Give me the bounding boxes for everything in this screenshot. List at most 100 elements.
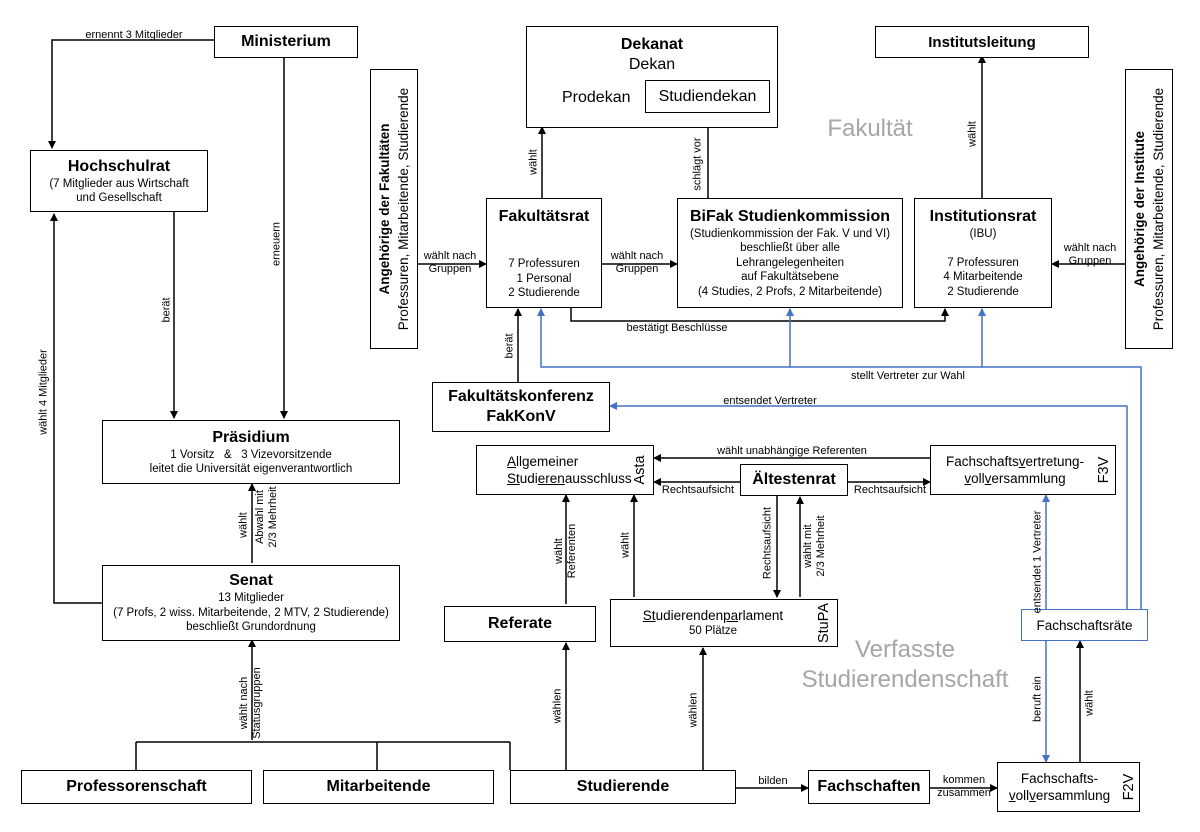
ministerium-box[interactable]: Ministerium [214, 26, 358, 58]
angehoerige-institute-box[interactable]: Angehörige der Institute Professuren, Mi… [1125, 69, 1173, 349]
fakultaetsrat-line-2: 1 Personal [516, 272, 572, 285]
studienkommission-line-3: Lehrangelegenheiten [735, 256, 845, 269]
angehoerige-fakultaeten-title: Angehörige der Fakultäten [377, 123, 392, 295]
fachschaftsraete-title: Fachschaftsräte [1036, 617, 1133, 633]
referate-box[interactable]: Referate [444, 606, 596, 642]
senat-box[interactable]: Senat 13 Mitglieder (7 Profs, 2 wiss. Mi… [102, 565, 400, 641]
label-beruft-ein: beruft ein [1031, 676, 1044, 722]
institutionsrat-title: Institutionsrat [929, 208, 1037, 225]
label-kommen: kommen zusammen [932, 774, 996, 800]
f3v-line-2: vollversammlung [964, 470, 1065, 487]
label-ernennt: ernennt 3 Mitglieder [85, 29, 183, 41]
label-waehlt-gruppen-left-2: Gruppen [428, 263, 472, 275]
label-statusgruppen-1: wählt nach [238, 676, 250, 730]
studienkommission-title: BiFak Studienkommission [689, 207, 891, 225]
stupa-box[interactable]: Studierendenparlament 50 Plätze [610, 599, 838, 647]
label-waehlt-gruppen-left-1: wählt nach [423, 250, 477, 262]
studierende-box[interactable]: Studierende [510, 770, 736, 804]
hochschulrat-line-1: (7 Mitglieder aus Wirtschaft [49, 177, 189, 190]
praesidium-vize: 3 Vizevorsitzende [241, 448, 332, 461]
label-waehlt-gruppen-mid-2: Gruppen [615, 263, 659, 275]
f2v-u-v: v [1008, 788, 1016, 803]
mitarbeitende-title: Mitarbeitende [326, 778, 431, 795]
fakultaetsrat-line-1: 7 Professuren [508, 258, 580, 270]
fakkonv-box[interactable]: Fakultätskonferenz FakKonV [432, 382, 610, 432]
aeltestenrat-box[interactable]: Ältestenrat [740, 464, 848, 496]
asta-u-eren: eren [537, 471, 565, 486]
label-erneuern: erneuern [270, 221, 283, 267]
section-title-line-1: Verfasste [854, 636, 956, 663]
professorenschaft-box[interactable]: Professorenschaft [21, 770, 252, 804]
stupa-line-1: Studierendenparlament [643, 607, 783, 624]
label-waehlt-gruppen-left: wählt nach Gruppen [420, 250, 480, 276]
label-waehlt-gruppen-right-1: wählt nach [1063, 242, 1117, 254]
f3v-w1c: ertretung [1025, 454, 1080, 469]
f3v-w1d: - [1079, 454, 1085, 469]
praesidium-vorsitz: 1 Vorsitz [170, 448, 215, 461]
institutsleitung-box[interactable]: Institutsleitung [875, 26, 1089, 58]
stupa-line-2: 50 Plätze [689, 625, 737, 638]
label-waehlt-praesidium: wählt [237, 512, 250, 538]
label-entsendet-vertreter: entsendet Vertreter [723, 395, 817, 407]
fachschaften-box[interactable]: Fachschaften [808, 770, 930, 804]
label-waehlt-mit-2: 2/3 Mehrheit [815, 515, 827, 577]
praesidium-amp: & [223, 448, 232, 461]
studiendekan-box[interactable]: Studiendekan [645, 80, 770, 113]
angehoerige-fakultaeten-box[interactable]: Angehörige der Fakultäten Professuren, M… [370, 69, 418, 349]
fakultaetsrat-title: Fakultätsrat [498, 208, 590, 225]
stupa-u-st: St [642, 608, 656, 624]
asta-line-1: Allgemeiner [507, 453, 578, 470]
label-waehlt-gruppen-mid-1: wählt nach [610, 250, 664, 262]
asta-box[interactable]: Allgemeiner Studierenausschluss [476, 445, 654, 495]
label-waehlt-institut: wählt [966, 121, 979, 147]
label-entsendet-1-vertreter: entsendet 1 Vertreter [1031, 510, 1044, 614]
angehoerige-institute-title: Angehörige der Institute [1132, 131, 1147, 288]
label-waehlt-referenten-1: wählt [553, 538, 565, 564]
f2v-w2d: ersammlung [1035, 788, 1111, 803]
f3v-box[interactable]: Fachschaftsvertretung- vollversammlung [930, 445, 1116, 495]
prodekan-label: Prodekan [562, 89, 631, 106]
label-bilden: bilden [758, 775, 788, 787]
label-waehlt-mit-1: wählt mit [802, 524, 814, 568]
stupa-u-pa: pa [723, 608, 739, 624]
asta-u-st: St [507, 471, 520, 486]
studierende-title: Studierende [576, 778, 670, 795]
praesidium-box[interactable]: Präsidium 1 Vorsitz & 3 Vizevorsitzende … [102, 420, 400, 484]
asta-u-a: A [507, 454, 517, 469]
label-beraet-fak: berät [503, 333, 516, 359]
f3v-w2d: ersammlung [991, 471, 1066, 486]
hochschulrat-box[interactable]: Hochschulrat (7 Mitglieder aus Wirtschaf… [30, 150, 208, 212]
institutionsrat-line-4: 2 Studierende [947, 285, 1019, 298]
asta-w2b: udi [519, 471, 538, 486]
label-kommen-2: zusammen [937, 787, 991, 799]
angehoerige-institute-text: Angehörige der Institute Professuren, Mi… [1130, 88, 1168, 330]
studienkommission-line-5: (4 Studies, 2 Profs, 2 Mitarbeitende) [697, 285, 883, 298]
asta-line-2: Studierenausschluss [507, 470, 632, 487]
hochschulrat-line-2: und Gesellschaft [76, 192, 162, 204]
studienkommission-line-4: auf Fakultätsebene [741, 271, 839, 284]
fakultaetsrat-box[interactable]: Fakultätsrat 7 Professuren 1 Personal 2 … [486, 198, 602, 308]
label-waehlt-gruppen-right-2: Gruppen [1068, 255, 1112, 267]
label-waehlt-asta: wählt [619, 532, 632, 558]
fachschaftsraete-box[interactable]: Fachschaftsräte [1021, 609, 1148, 641]
asta-w2d: au [564, 471, 580, 486]
label-abwahl-1: Abwahl mit [254, 490, 266, 544]
f2v-line-1: Fachschafts- [1020, 771, 1099, 786]
hochschulrat-title: Hochschulrat [67, 157, 171, 175]
fachschaften-title: Fachschaften [817, 778, 921, 795]
referate-title: Referate [487, 615, 553, 632]
f2v-line-2: vollversammlung [1009, 787, 1110, 804]
label-waehlt-fsr: wählt [1083, 690, 1096, 716]
mitarbeitende-box[interactable]: Mitarbeitende [263, 770, 494, 804]
asta-w1b: llgemeiner [516, 454, 579, 469]
label-rechtsaufsicht-vert: Rechtsaufsicht [761, 506, 774, 580]
praesidium-line-1: 1 Vorsitz & 3 Vizevorsitzende [170, 448, 332, 463]
fakultaetsrat-line-3: 2 Studierende [508, 287, 580, 299]
label-abwahl: Abwahl mit 2/3 Mehrheit [254, 486, 280, 547]
studienkommission-box[interactable]: BiFak Studienkommission (Studienkommissi… [677, 198, 903, 308]
section-title-fakultaet: Fakultät [827, 115, 913, 142]
stupa-tag: StuPA [816, 602, 832, 644]
label-bestaetigt: bestätigt Beschlüsse [626, 322, 728, 334]
f2v-box[interactable]: Fachschafts- vollversammlung [997, 762, 1140, 812]
institutionsrat-box[interactable]: Institutionsrat (IBU) 7 Professuren 4 Mi… [914, 198, 1052, 308]
